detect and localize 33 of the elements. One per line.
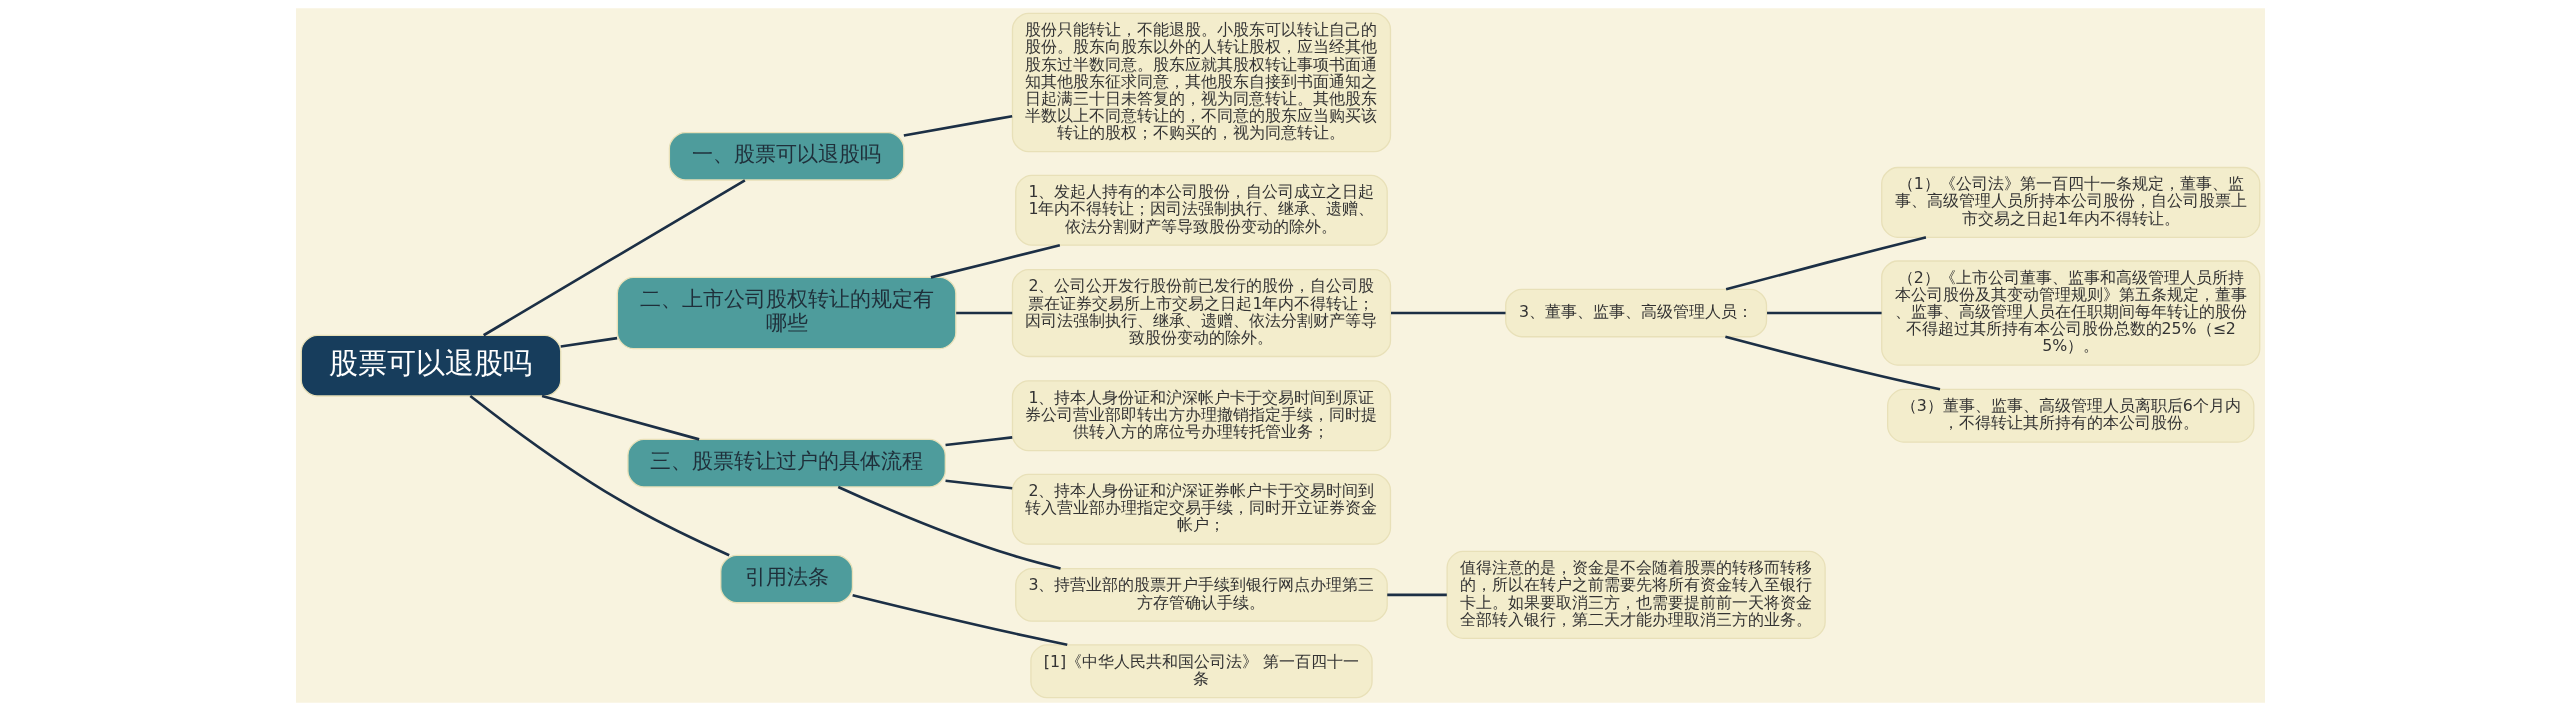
node-box: 二、上市公司股权转让的规定有哪些 [616, 276, 956, 350]
node-box: 3、持营业部的股票开户手续到银行网点办理第三方存管确认手续。 [1014, 567, 1388, 622]
node-box: 股票可以退股吗 [300, 334, 561, 397]
connector [1386, 593, 1447, 597]
connector [482, 179, 746, 337]
connector [560, 336, 617, 348]
connector [930, 244, 1060, 279]
connector [1725, 236, 1926, 291]
connector [955, 311, 1012, 315]
connector [541, 394, 699, 441]
node-box: 三、股票转让过户的具体流程 [626, 438, 946, 488]
node-box: 值得注意的是，资金是不会随着股票的转移而转移的，所以在转户之前需要先将所有资金转入至银行卡上。如果要取消三方，也需要提前前一天将资金全部转入银行，第二天才能办理取消三方的业务。 [1445, 550, 1826, 639]
connector [851, 594, 1068, 647]
node-box: 3、董事、监事、高级管理人员： [1504, 288, 1767, 338]
node-box: 1、发起人持有的本公司股份，自公司成立之日起1年内不得转让；因司法强制执行、继承、遗赠、依法分割财产等导致股份变动的除外。 [1014, 174, 1388, 246]
connector [1766, 311, 1882, 315]
node-box: 引用法条 [719, 554, 853, 604]
connector [469, 395, 730, 557]
connector [944, 479, 1012, 490]
connector [1390, 311, 1506, 315]
connector [903, 114, 1012, 137]
node-box: （1）《公司法》第一百四十一条规定，董事、监事、高级管理人员所持本公司股份，自公司股票上市交易之日起1年内不得转让。 [1880, 166, 2260, 238]
node-box: [1]《中华人民共和国公司法》 第一百四十一条 [1029, 644, 1373, 699]
node-box: 1、持本人身份证和沪深帐户卡于交易时间到原证券公司营业部即转出方办理撤销指定手续，同时提供转入方的席位号办理转托管业务； [1011, 380, 1391, 452]
node-box: 2、公司公开发行股份前已发行的股份，自公司股票在证券交易所上市交易之日起1年内不得转让；因司法强制执行、继承、遗赠、依法分割财产等导致股份变动的除外。 [1011, 268, 1391, 358]
node-box: 一、股票可以退股吗 [668, 131, 904, 181]
connector [1724, 335, 1940, 391]
node-box: （3）董事、监事、高级管理人员离职后6个月内，不得转让其所持有的本公司股份。 [1886, 388, 2254, 443]
connector [944, 436, 1012, 447]
node-box: （2）《上市公司董事、监事和高级管理人员所持本公司股份及其变动管理规则》第五条规定，董事、监事、高级管理人员在任职期间每年转让的股份不得超过其所持有本公司股份总数的25%（≤25%）。 [1880, 260, 2260, 366]
node-box: 2、持本人身份证和沪深证券帐户卡于交易时间到转入营业部办理指定交易手续，同时开立证券资金帐户； [1011, 473, 1391, 545]
connector [837, 485, 1061, 570]
node-box: 股份只能转让，不能退股。小股东可以转让自己的股份。股东向股东以外的人转让股权，应当经其他股东过半数同意。股东应就其股权转让事项书面通知其他股东征求同意，其他股东自接到书面通知之日起满三十日未答复的，视为同意转让。其他股东半数以上不同意转让的，不同意的股东应当购买该转让的股权；不购买的，视为同意转让。 [1011, 12, 1391, 153]
